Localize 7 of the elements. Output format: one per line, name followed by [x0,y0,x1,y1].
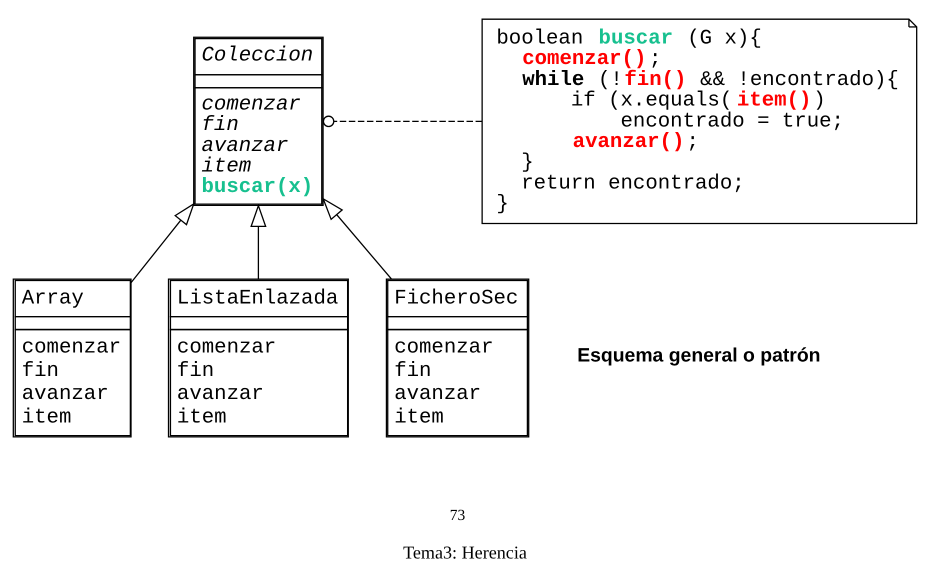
arrow [250,203,267,279]
label: 73 [450,506,466,524]
caption: Tema3: Herencia [403,542,527,562]
arrow [322,196,392,280]
connector [322,115,482,127]
label: Esquema general o patrón [577,344,821,366]
arrow [130,202,195,283]
